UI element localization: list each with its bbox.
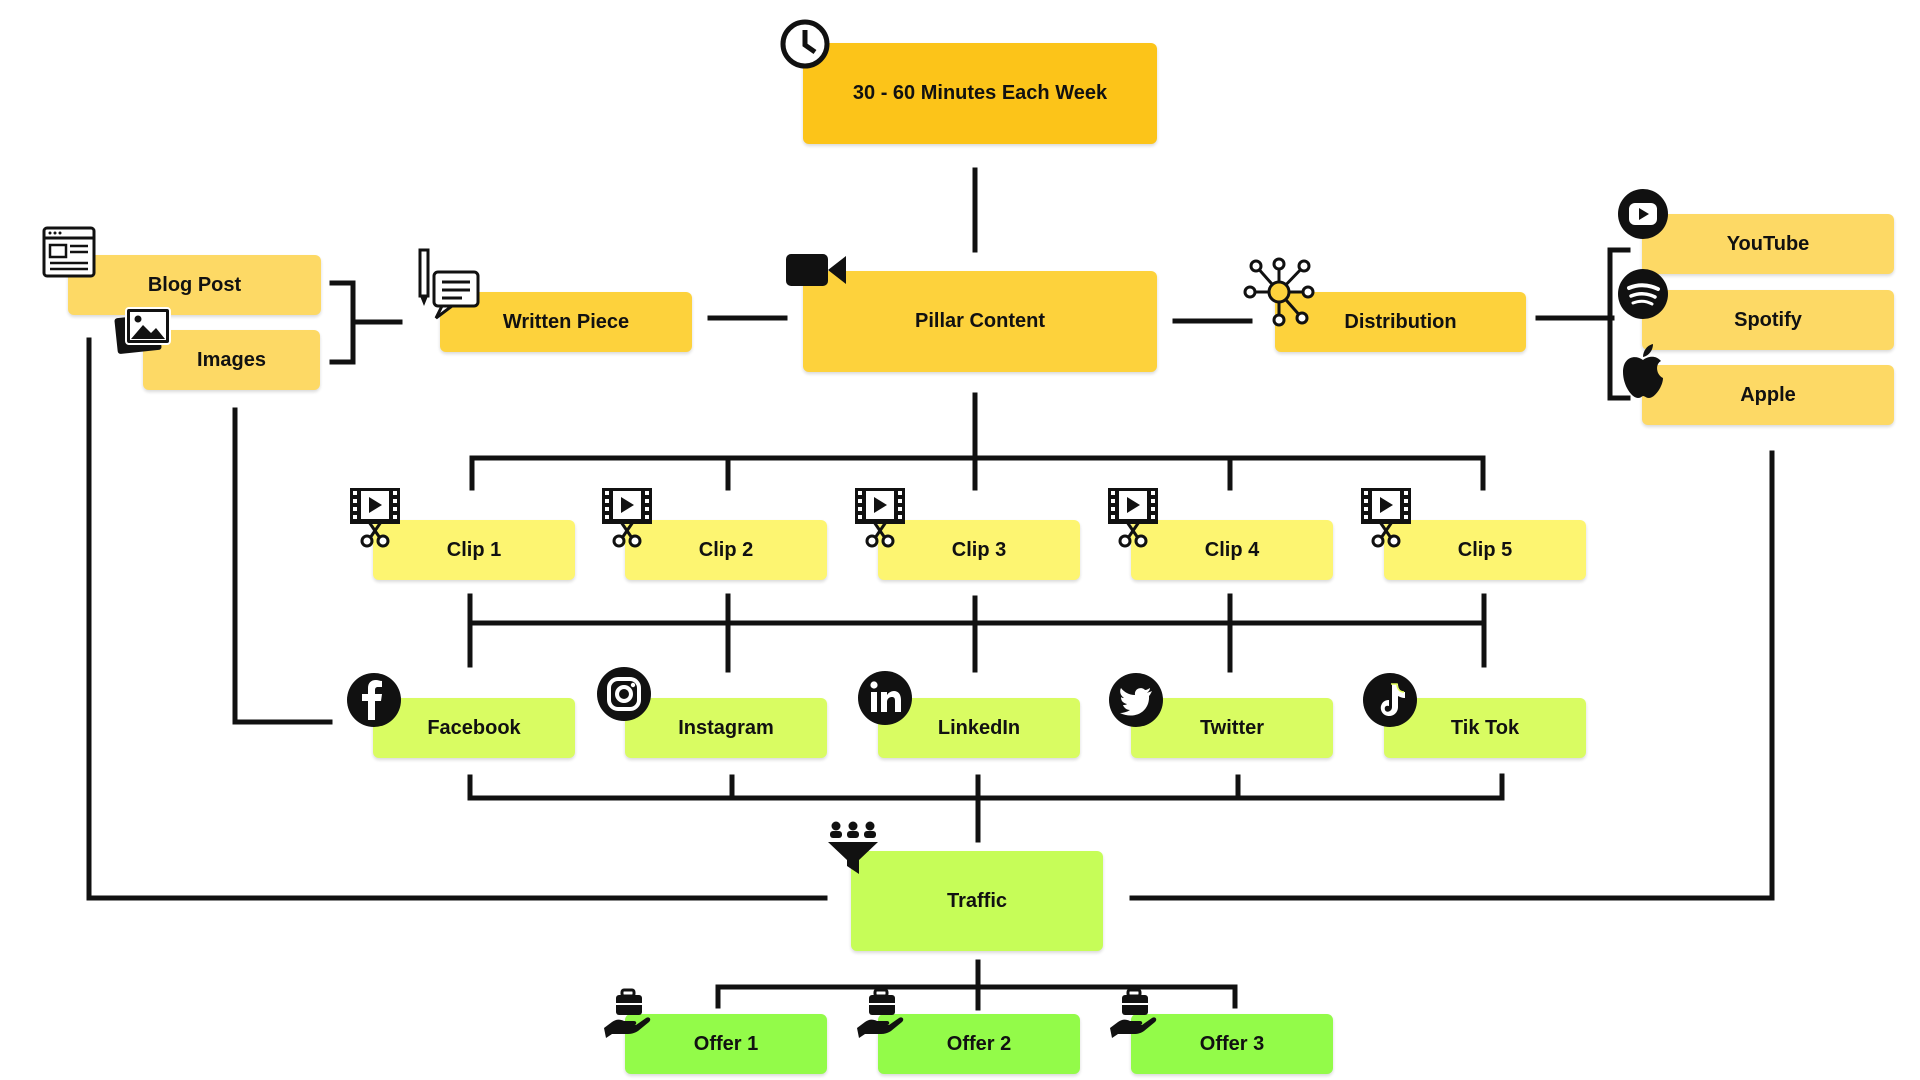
video-clip-icon [855,488,905,548]
spotify-label: Spotify [1734,308,1802,331]
traffic-box: Traffic [851,851,1103,951]
social-label: Twitter [1199,716,1265,739]
funnel-icon [828,821,878,874]
offer-label: Offer 1 [693,1032,759,1055]
video-clip-icon [1361,488,1411,548]
pillar-content-label: Pillar Content [914,310,1045,332]
instagram-icon [597,667,651,721]
social-label: Tik Tok [1450,716,1520,739]
written-piece-label: Written Piece [502,310,630,333]
clip-label: Clip 1 [446,538,502,561]
offer-box: Offer 1 [625,1014,827,1074]
apple-icon [1623,344,1663,398]
images-icon [114,307,171,354]
time-label: 30 - 60 Minutes Each Week [852,82,1108,104]
clip-label: Clip 5 [1457,538,1513,561]
clip-box: Clip 5 [1384,520,1586,580]
web-page-icon [42,226,96,278]
social-box: Twitter [1131,698,1333,758]
social-label: Instagram [678,716,774,739]
social-label: Facebook [427,716,521,739]
distribution-box: Distribution [1275,292,1526,352]
twitter-icon [1109,673,1163,727]
youtube-box: YouTube [1642,214,1894,274]
writing-icon [418,248,480,320]
video-camera-icon [786,254,846,286]
blog-post-label: Blog Post [147,273,242,296]
apple-box: Apple [1642,365,1894,425]
clip-box: Clip 1 [373,520,575,580]
clip-label: Clip 3 [951,538,1007,561]
spotify-icon [1618,269,1668,319]
video-clip-icon [1108,488,1158,548]
blog-post-box: Blog Post [68,255,321,315]
clock-icon [780,19,830,69]
social-label: LinkedIn [937,716,1021,739]
social-box: LinkedIn [878,698,1080,758]
youtube-label: YouTube [1726,232,1810,255]
apple-label: Apple [1740,383,1796,406]
social-box: Facebook [373,698,575,758]
video-clip-icon [350,488,400,548]
clip-box: Clip 4 [1131,520,1333,580]
time-box: 30 - 60 Minutes Each Week [803,43,1157,144]
clip-label: Clip 2 [698,538,754,561]
clip-label: Clip 4 [1204,538,1260,561]
social-box: Tik Tok [1384,698,1586,758]
distribution-label: Distribution [1344,310,1457,333]
offer-hand-icon [604,988,651,1038]
linkedin-icon [858,671,912,725]
social-box: Instagram [625,698,827,758]
clip-box: Clip 2 [625,520,827,580]
clip-box: Clip 3 [878,520,1080,580]
offer-label: Offer 3 [1199,1032,1265,1055]
network-icon [1243,257,1315,327]
youtube-icon [1618,189,1668,239]
facebook-icon [347,673,401,727]
images-box: Images [143,330,320,390]
spotify-box: Spotify [1642,290,1894,350]
offer-hand-icon [857,988,904,1038]
written-piece-box: Written Piece [440,292,692,352]
tiktok-icon [1363,673,1417,727]
offer-box: Offer 3 [1131,1014,1333,1074]
offer-hand-icon [1110,988,1157,1038]
images-label: Images [197,348,266,371]
offer-label: Offer 2 [946,1032,1012,1055]
pillar-content-box: Pillar Content [803,271,1157,372]
offer-box: Offer 2 [878,1014,1080,1074]
traffic-label: Traffic [946,889,1008,912]
video-clip-icon [602,488,652,548]
